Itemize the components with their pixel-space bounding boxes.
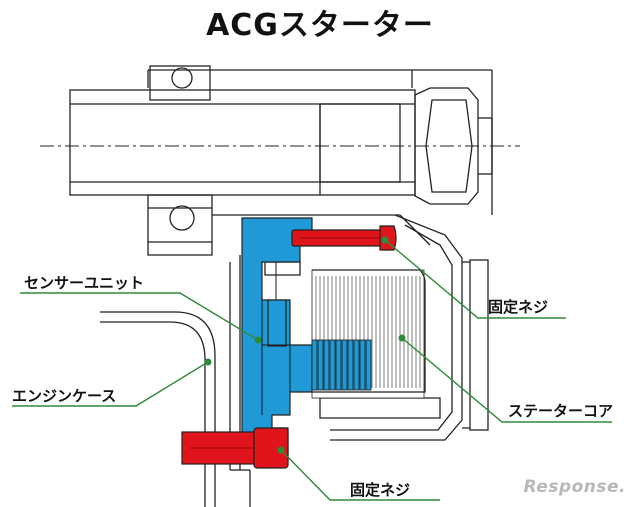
fixing-screw-bottom bbox=[181, 427, 289, 469]
shaft-assembly bbox=[40, 65, 520, 256]
fixing-screw-top-label: 固定ネジ bbox=[488, 298, 549, 316]
rotor-tooth bbox=[323, 339, 330, 391]
fixing-screw-top bbox=[291, 225, 397, 251]
rotor-tooth bbox=[347, 339, 354, 391]
response-watermark-logo: Response. bbox=[523, 477, 626, 497]
sensor-unit-label: センサーユニット bbox=[24, 274, 145, 292]
leader-dots bbox=[204, 236, 406, 454]
rotor-tooth bbox=[365, 339, 372, 391]
stator-core-label: ステーターコア bbox=[508, 402, 614, 420]
rotor-teeth bbox=[311, 339, 372, 391]
rotor-tooth bbox=[329, 339, 336, 391]
rotor-tooth bbox=[311, 339, 318, 391]
rotor-tooth bbox=[317, 339, 324, 391]
fixing-screw-bottom-label: 固定ネジ bbox=[350, 481, 411, 499]
diagram-title: ACGスターター bbox=[206, 8, 434, 43]
rotor-tooth bbox=[353, 339, 360, 391]
leader-lines bbox=[12, 239, 612, 501]
rotor-tooth bbox=[341, 339, 348, 391]
rotor-tooth bbox=[359, 339, 366, 391]
sensor-unit bbox=[241, 217, 313, 463]
rotor-tooth bbox=[335, 339, 342, 391]
engine-case-label: エンジンケース bbox=[12, 387, 117, 405]
